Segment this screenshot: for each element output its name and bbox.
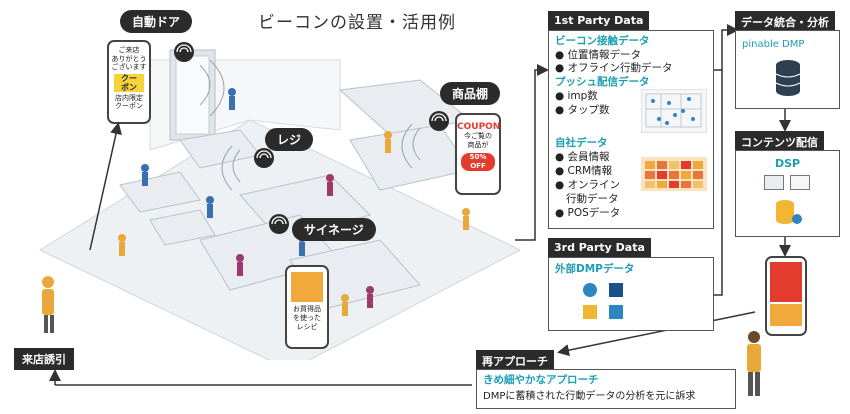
reapproach-panel: きめ細やかなアプローチ DMPに蓄積された行動データの分析を元に訴求 xyxy=(476,369,736,409)
beacon-item-2-text: オフライン行動データ xyxy=(567,62,673,74)
customer-figure xyxy=(747,331,761,396)
label-register: レジ xyxy=(265,128,314,151)
label-auto-door: 自動ドア xyxy=(120,10,193,33)
beacon-item-1-text: 位置情報データ xyxy=(567,49,642,61)
door-coupon-c: ポン xyxy=(121,82,137,92)
third-party-panel: 外部DMPデータ xyxy=(548,257,714,331)
reapproach-line1: きめ細やかなアプローチ xyxy=(483,374,599,386)
ad-database-icon xyxy=(776,200,802,224)
shelf-discount-badge: 50% OFF xyxy=(461,153,495,171)
monitor-icon xyxy=(764,175,784,190)
data-service-icon xyxy=(609,305,623,319)
signage-phone-line2: を使った xyxy=(293,314,321,322)
own-item-3b: 行動データ xyxy=(566,193,619,205)
beacon-title: ビーコン接触データ xyxy=(555,35,650,47)
own-item-4-text: POSデータ xyxy=(567,207,621,219)
own-item-3: ● オンライン xyxy=(555,179,621,191)
pinable-dmp-logo: pinable DMP xyxy=(742,39,805,50)
first-party-header: 1st Party Data xyxy=(548,11,650,30)
shelf-phone-line1: 今ご覧の xyxy=(464,132,492,140)
shelf-coupon-title: COUPON xyxy=(457,122,501,132)
label-shelf: 商品棚 xyxy=(440,82,501,105)
recipe-image xyxy=(291,272,323,302)
ad-coupon xyxy=(770,304,802,326)
reapproach-header: 再アプローチ xyxy=(476,350,554,372)
label-visit: 来店誘引 xyxy=(14,348,74,370)
own-item-2-text: CRM情報 xyxy=(567,165,613,177)
database-icon xyxy=(775,60,801,96)
external-dmp-label: 外部DMPデータ xyxy=(555,263,635,275)
integration-header: データ統合・分析 xyxy=(735,11,835,33)
push-item-1-text: imp数 xyxy=(567,90,598,102)
ad-banner xyxy=(770,262,802,302)
signage-phone-line1: お買得品 xyxy=(293,305,321,313)
own-item-2: ● CRM情報 xyxy=(555,165,613,177)
database-logo-icon xyxy=(609,283,623,297)
heatmap-thumbnail xyxy=(641,157,707,191)
own-item-3-text: オンライン xyxy=(567,179,621,191)
own-item-1-text: 会員情報 xyxy=(567,151,610,163)
reapproach-line2: DMPに蓄積された行動データの分析を元に訴求 xyxy=(483,391,696,402)
push-item-1: ● imp数 xyxy=(555,90,598,102)
analytics-icon xyxy=(583,305,597,319)
ad-screen-icon xyxy=(790,175,810,190)
shelf-phone-line2: 商品が xyxy=(467,141,489,149)
location-map-thumbnail xyxy=(641,89,707,133)
own-item-1: ● 会員情報 xyxy=(555,151,610,163)
door-phone: ご来店 ありがとう ございます クー ポン 店内限定 クーポン xyxy=(107,40,151,124)
push-item-2: ● タップ数 xyxy=(555,104,610,116)
shelf-phone: COUPON 今ご覧の 商品が 50% OFF xyxy=(455,113,501,195)
first-party-panel: ビーコン接触データ ● 位置情報データ ● オフライン行動データ プッシュ配信デ… xyxy=(548,30,714,229)
door-coupon-b: ー xyxy=(129,73,137,83)
label-signage: サイネージ xyxy=(292,218,376,241)
content-panel: DSP xyxy=(735,150,840,237)
integration-panel: pinable DMP xyxy=(735,30,840,109)
door-phone-line5: クーポン xyxy=(115,102,143,110)
door-coupon: クー ポン xyxy=(114,73,144,92)
delivered-ad-phone xyxy=(765,256,807,336)
door-phone-line1: ご来店 xyxy=(118,46,140,54)
content-header: コンテンツ配信 xyxy=(735,131,824,153)
door-phone-line4: 店内限定 xyxy=(115,93,143,102)
store-illustration xyxy=(38,42,520,360)
door-phone-line3: ございます xyxy=(111,63,147,71)
signage-phone: お買得品 を使った レシピ xyxy=(285,265,329,349)
own-title: 自社データ xyxy=(555,137,608,149)
push-item-2-text: タップ数 xyxy=(567,104,610,116)
door-coupon-a: ク xyxy=(121,73,129,83)
third-party-header: 3rd Party Data xyxy=(548,238,651,257)
door-phone-line2: ありがとう xyxy=(111,54,147,63)
dsp-label: DSP xyxy=(775,157,801,170)
page-title: ビーコンの設置・活用例 xyxy=(258,13,456,33)
globe-icon xyxy=(583,283,597,297)
push-title: プッシュ配信データ xyxy=(555,76,650,88)
signage-phone-line3: レシピ xyxy=(296,323,318,331)
beacon-item-2: ● オフライン行動データ xyxy=(555,62,673,74)
beacon-item-1: ● 位置情報データ xyxy=(555,49,642,61)
own-item-4: ● POSデータ xyxy=(555,207,621,219)
